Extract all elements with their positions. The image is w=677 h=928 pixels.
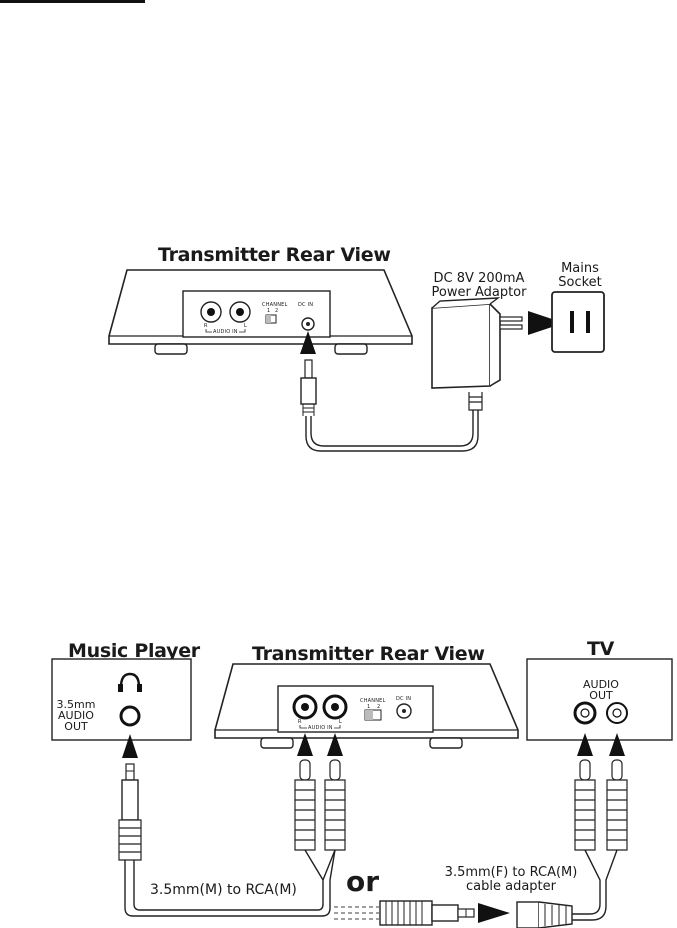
arrow-to-adapter <box>478 903 510 923</box>
audio-r-label-2: R <box>298 719 302 725</box>
cable-3-5mm-to-rca-inner <box>134 850 323 910</box>
channel-2-label-2: 2 <box>377 704 380 710</box>
audio-in-label-2: AUDIO IN <box>307 725 334 731</box>
channel-1-label-2: 1 <box>367 704 370 710</box>
tv-out-label-line2: OUT <box>575 690 627 701</box>
adapter-label-line1: 3.5mm(F) to RCA(M) <box>436 866 586 880</box>
adapter-label: 3.5mm(F) to RCA(M) cable adapter <box>436 866 586 894</box>
or-label: or <box>346 868 379 896</box>
audio-l-label-2: L <box>339 719 342 725</box>
adapter-label-line2: cable adapter <box>436 880 586 894</box>
adapter-female-socket <box>517 902 539 928</box>
player-audio-out-jack <box>121 707 139 725</box>
channel-label-2: CHANNEL <box>360 698 386 704</box>
dc-in-label-2: DC IN <box>396 696 411 702</box>
dashed-cable <box>334 907 380 919</box>
plug-3-5mm-tip <box>126 764 134 780</box>
plug-3-5mm-horizontal-grip <box>380 901 432 925</box>
player-out-label-line3: OUT <box>55 721 97 732</box>
player-out-label: 3.5mm AUDIO OUT <box>55 699 97 732</box>
tv-out-label: AUDIO OUT <box>575 679 627 701</box>
plug-3-5mm-body <box>122 780 138 820</box>
plug-3-5mm-grip <box>119 820 141 860</box>
plug-3-5mm-horizontal-body <box>432 905 458 921</box>
cable-label: 3.5mm(M) to RCA(M) <box>150 882 297 898</box>
rca-plug-pair-tv <box>575 760 627 850</box>
rca-plug-pair-transmitter <box>295 760 345 850</box>
